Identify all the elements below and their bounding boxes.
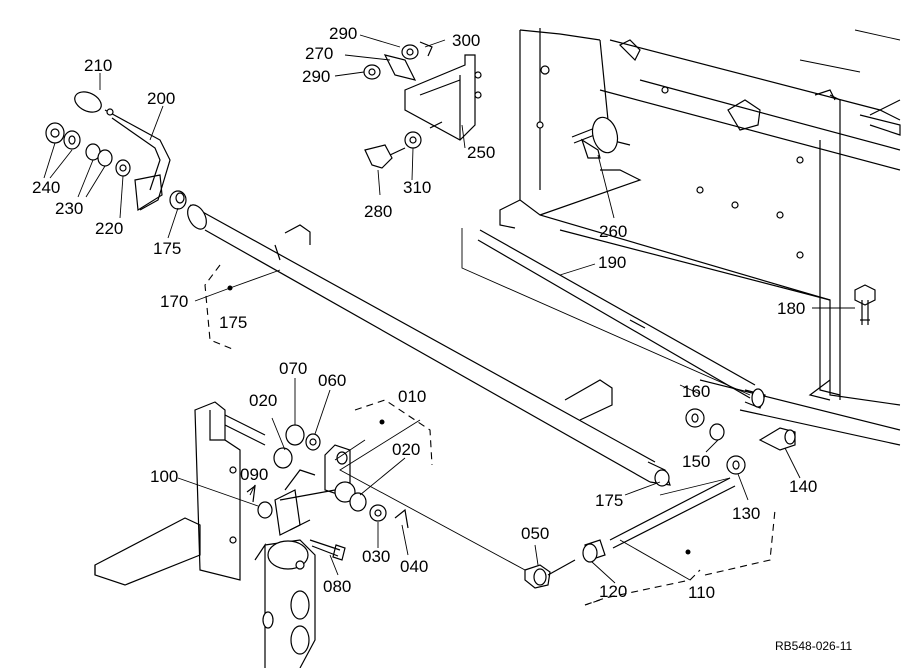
callout-160: 160 [682, 382, 710, 401]
callout-175-a: 175 [153, 239, 181, 258]
valve-assembly [254, 469, 346, 668]
callout-290-b: 290 [302, 67, 330, 86]
callout-110: 110 [688, 583, 715, 602]
knob-280-washer-310 [364, 121, 443, 169]
callout-020-a: 020 [249, 391, 277, 410]
nut-160-150 [685, 408, 725, 441]
ref-dot-170 [227, 285, 233, 291]
bolt-180 [854, 284, 876, 325]
bushing-175-left [169, 190, 187, 210]
leader-lines [43, 34, 855, 584]
callout-100: 100 [150, 467, 178, 486]
callout-labels: 210 200 240 230 220 175 170 175 290 270 … [32, 24, 852, 653]
callout-040: 040 [400, 557, 428, 576]
rod-end-140 [726, 427, 796, 475]
mounting-bracket-100 [94, 401, 266, 586]
callout-210: 210 [84, 56, 112, 75]
ref-dot-010 [379, 419, 385, 425]
callout-130: 130 [732, 504, 760, 523]
callout-220: 220 [95, 219, 123, 238]
callout-120: 120 [599, 582, 627, 601]
callout-070: 070 [279, 359, 307, 378]
reference-code: RB548-026-11 [775, 639, 852, 653]
ref-dot-110 [685, 549, 691, 555]
chassis-frame [499, 28, 901, 446]
callout-190: 190 [598, 253, 626, 272]
callout-090: 090 [240, 465, 268, 484]
bolt-260 [571, 116, 619, 159]
callout-170: 170 [160, 292, 188, 311]
callout-310: 310 [403, 178, 431, 197]
bracket-250-assembly [363, 41, 482, 141]
arm-010 [279, 444, 387, 522]
callout-200: 200 [147, 89, 175, 108]
callout-270: 270 [305, 44, 333, 63]
long-shaft [187, 204, 656, 483]
bushings-020-070-060 [273, 424, 321, 469]
callout-230: 230 [55, 199, 83, 218]
callout-250: 250 [467, 143, 495, 162]
lever-200 [74, 91, 171, 212]
callout-150: 150 [682, 452, 710, 471]
rod-end-050 [524, 559, 576, 589]
callout-140: 140 [789, 477, 817, 496]
callout-175-b: 175 [219, 313, 247, 332]
callout-240: 240 [32, 178, 60, 197]
callout-010: 010 [398, 387, 426, 406]
callout-290-a: 290 [329, 24, 357, 43]
callout-180: 180 [777, 299, 805, 318]
callout-280: 280 [364, 202, 392, 221]
rod-190-backdrop [461, 228, 751, 396]
callout-020-b: 020 [392, 440, 420, 459]
bushing-175-right [647, 461, 671, 487]
callout-030: 030 [362, 547, 390, 566]
fasteners-240-230-220 [45, 122, 131, 177]
callout-080: 080 [323, 577, 351, 596]
dashed-group-markers [204, 264, 776, 606]
callout-175-c: 175 [595, 491, 623, 510]
callout-050: 050 [521, 524, 549, 543]
callout-300: 300 [452, 31, 480, 50]
callout-060: 060 [318, 371, 346, 390]
pins-040-090 [246, 484, 409, 529]
callout-260: 260 [599, 222, 627, 241]
rod-110 [582, 477, 736, 563]
rod-190 [477, 229, 766, 409]
